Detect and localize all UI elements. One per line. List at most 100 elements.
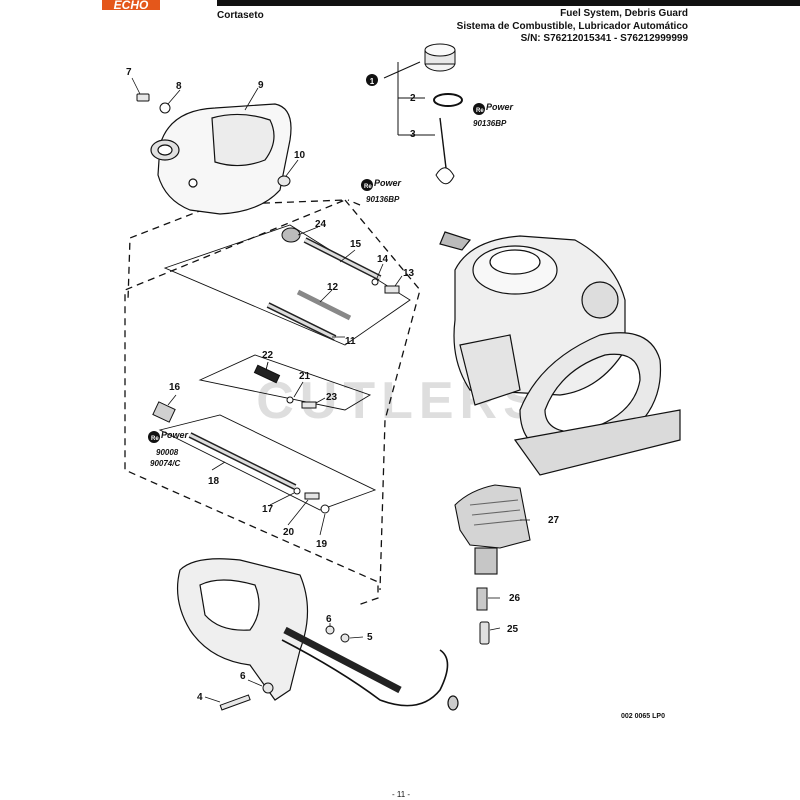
page-title-block: Fuel System, Debris Guard Sistema de Com…	[457, 8, 688, 46]
callout-2: 2	[410, 93, 416, 104]
washer-6-left	[262, 682, 274, 694]
inner-group-box-c	[158, 414, 377, 511]
fitting-20	[304, 492, 320, 500]
purge-tube-22	[253, 364, 281, 384]
svg-text:Power: Power	[161, 430, 189, 440]
tube-12	[296, 289, 352, 321]
callout-7: 7	[126, 67, 132, 78]
dashed-group-outer	[124, 199, 379, 606]
fuel-hose-18	[188, 432, 297, 490]
guard-tab	[474, 547, 498, 575]
svg-text:90136BP: 90136BP	[473, 119, 507, 128]
cap-gasket	[433, 93, 463, 107]
engine-assembly	[439, 231, 681, 476]
callout-23: 23	[326, 392, 338, 403]
callout-12: 12	[327, 282, 339, 293]
grommet-10	[277, 175, 291, 187]
handle-cable-sleeve	[283, 626, 402, 694]
nut-5	[340, 633, 350, 643]
repower-badge-cap: Re Power 90136BP	[473, 102, 514, 128]
svg-text:90074/C: 90074/C	[150, 459, 180, 468]
carburetor	[459, 334, 521, 406]
callout-labels: 1 2 3 4 5 6 6 7 8 9 10 11 12 13 14 15 16…	[126, 67, 560, 703]
clamp-21	[286, 396, 294, 404]
throttle-cable	[281, 639, 449, 707]
fuel-cap-group	[383, 43, 463, 185]
fuel-filter-16	[152, 401, 176, 423]
clamp-17	[293, 487, 301, 495]
callout-6b: 6	[240, 671, 246, 682]
svg-text:Re: Re	[364, 184, 372, 190]
callout-21: 21	[299, 371, 311, 382]
guard-bracket-26	[476, 587, 488, 611]
callout-27: 27	[548, 515, 560, 526]
fitting-23	[301, 401, 317, 409]
svg-text:ECHO: ECHO	[114, 0, 149, 10]
grommet-24	[281, 227, 301, 243]
inner-group-box-b	[198, 354, 372, 411]
callout-4: 4	[197, 692, 203, 703]
callout-5: 5	[367, 632, 373, 643]
repower-badge-hose: Re Power 90136BP	[361, 178, 402, 204]
screw-4	[219, 694, 251, 711]
callout-22: 22	[262, 350, 274, 361]
title-line-english: Fuel System, Debris Guard	[560, 8, 688, 19]
tank-screw	[136, 93, 291, 187]
callout-18: 18	[208, 476, 220, 487]
primer-handle	[439, 231, 472, 251]
svg-text:Power: Power	[374, 178, 402, 188]
callout-6a: 6	[326, 614, 332, 625]
callout-16: 16	[169, 382, 181, 393]
leader-lines	[131, 77, 530, 703]
debris-guard	[454, 484, 531, 575]
callout-3: 3	[410, 129, 416, 140]
callout-11: 11	[345, 336, 356, 347]
serial-range: S/N: S76212015341 - S76212999999	[520, 33, 688, 44]
handle-base	[513, 409, 681, 476]
echo-logo: ECHO	[102, 0, 160, 10]
header-rule	[217, 0, 800, 6]
callout-17: 17	[262, 504, 274, 515]
strainer-loop	[435, 167, 455, 185]
fuel-hose-15	[303, 237, 382, 281]
callout-15: 15	[350, 239, 362, 250]
dashed-group-right	[344, 199, 421, 591]
clamp-19	[320, 504, 330, 514]
svg-text:Power: Power	[486, 102, 514, 112]
callout-14: 14	[377, 254, 389, 265]
fuel-hose-11	[266, 302, 337, 341]
rear-handle	[176, 558, 459, 711]
callout-10: 10	[294, 150, 306, 161]
callout-19: 19	[316, 539, 328, 550]
washer-6-right	[325, 625, 335, 635]
callout-24: 24	[315, 219, 327, 230]
strainer-stem	[439, 117, 447, 169]
callout-9: 9	[258, 80, 264, 91]
callout-1: 1	[366, 74, 378, 86]
inner-group-box-a	[163, 224, 411, 346]
recoil-starter	[581, 281, 619, 319]
fitting-13	[384, 285, 400, 294]
repower-badge-filter: Re Power 90008 90074/C	[148, 430, 189, 468]
svg-text:90136BP: 90136BP	[366, 195, 400, 204]
callout-20: 20	[283, 527, 295, 538]
drawing-code: 002 0065 LP0	[621, 713, 665, 720]
callout-25: 25	[507, 624, 519, 635]
cap-bracket	[383, 61, 435, 136]
tank-screw-hole	[188, 178, 198, 188]
guard-screw-25	[479, 621, 490, 645]
callout-8: 8	[176, 81, 182, 92]
svg-text:Re: Re	[151, 436, 159, 442]
svg-text:1: 1	[370, 77, 375, 86]
svg-text:90008: 90008	[156, 448, 179, 457]
callout-13: 13	[403, 268, 415, 279]
tank-washer	[159, 102, 171, 114]
callout-26: 26	[509, 593, 521, 604]
svg-text:Re: Re	[476, 108, 484, 114]
page-number: - 11 -	[392, 790, 411, 799]
clamp-14	[371, 278, 379, 286]
title-line-spanish: Sistema de Combustible, Lubricador Autom…	[456, 20, 688, 32]
dashed-cap-leader	[347, 199, 361, 206]
dashed-group-fuel-line	[127, 204, 216, 301]
